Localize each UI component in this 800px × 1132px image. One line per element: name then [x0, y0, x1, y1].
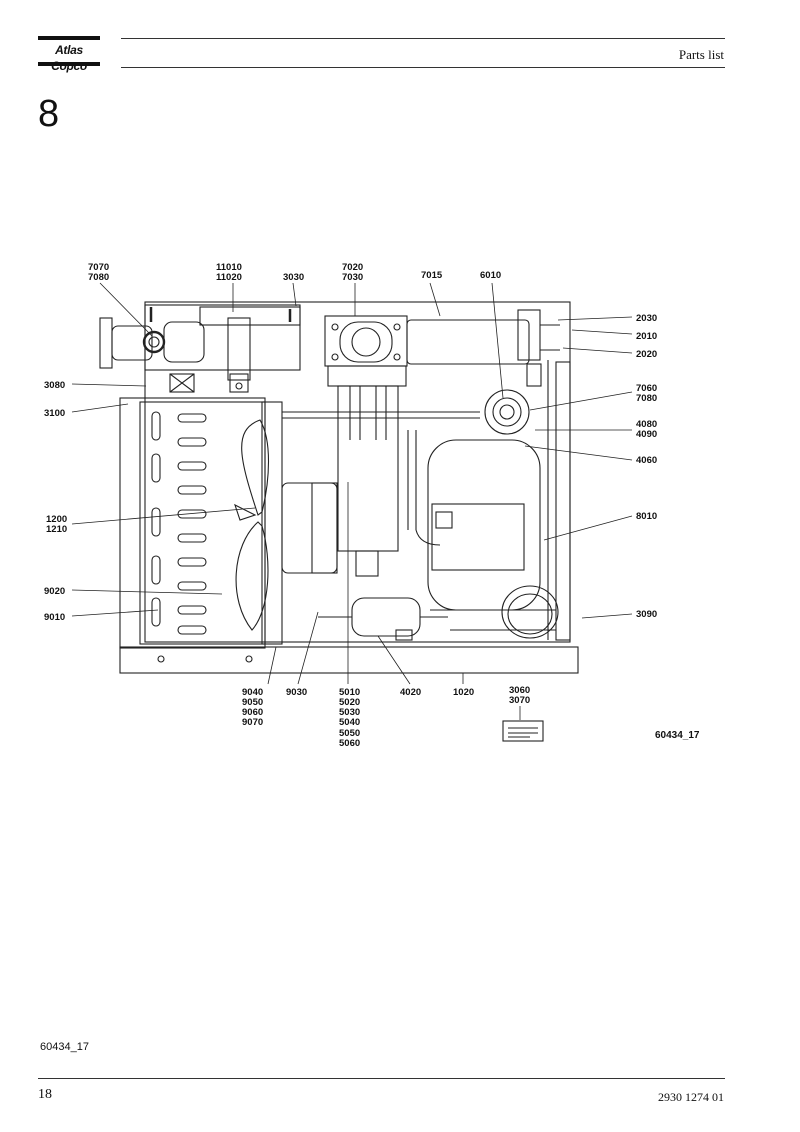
document-number: 2930 1274 01: [658, 1090, 724, 1104]
label-9010: 9010: [44, 612, 65, 623]
label-4080: 4080: [636, 419, 657, 430]
label-11010: 11010: [216, 262, 242, 273]
atlas-copco-logo: Atlas Copco: [38, 36, 100, 73]
fan-motor: [281, 482, 338, 574]
label-7020: 7020: [342, 262, 363, 273]
label-6010: 6010: [480, 270, 501, 281]
part-labels: 7070 7080 11010 11020 3030 7020 7030 701…: [44, 262, 700, 749]
label-3090: 3090: [636, 609, 657, 620]
fan-blade: [235, 521, 269, 631]
bottom-figure-ref: 60434_17: [40, 1041, 89, 1053]
base-plate: [119, 646, 579, 674]
label-9060: 9060: [242, 707, 263, 718]
label-5060: 5060: [339, 738, 360, 749]
label-4060: 4060: [636, 455, 657, 466]
header-rule-top: [121, 38, 725, 39]
condenser-slots: [151, 411, 207, 635]
label-1210: 1210: [46, 524, 67, 535]
data-plate: [502, 720, 544, 742]
label-3030: 3030: [283, 272, 304, 283]
label-9050: 9050: [242, 697, 263, 708]
label-3070: 3070: [509, 695, 530, 706]
compressor: [427, 439, 541, 611]
label-3080: 3080: [44, 380, 65, 391]
label-5010: 5010: [339, 687, 360, 698]
page-number: 18: [38, 1087, 52, 1102]
pressure-switch: [484, 389, 530, 435]
label-8010: 8010: [636, 511, 657, 522]
label-9030: 9030: [286, 687, 307, 698]
label-2030: 2030: [636, 313, 657, 324]
label-5050: 5050: [339, 728, 360, 739]
label-11020: 11020: [216, 272, 242, 283]
label-9040: 9040: [242, 687, 263, 698]
label-7080-top: 7080: [88, 272, 109, 283]
label-1020: 1020: [453, 687, 474, 698]
label-5030: 5030: [339, 707, 360, 718]
label-5020: 5020: [339, 697, 360, 708]
label-7060: 7060: [636, 383, 657, 394]
label-7015: 7015: [421, 270, 443, 281]
fan-blade: [241, 419, 270, 516]
label-2010: 2010: [636, 331, 657, 342]
heat-exchanger-body: [337, 385, 399, 552]
label-7080-right: 7080: [636, 393, 657, 404]
label-9020: 9020: [44, 586, 65, 597]
footer-rule: [38, 1078, 725, 1079]
label-3100: 3100: [44, 408, 65, 419]
label-4090: 4090: [636, 429, 657, 440]
header-rule-bottom: [121, 67, 725, 68]
label-9070: 9070: [242, 717, 263, 728]
figure-ref: 60434_17: [655, 730, 700, 741]
label-4020: 4020: [400, 687, 421, 698]
leader-lines: [71, 282, 633, 720]
label-7070: 7070: [88, 262, 109, 273]
label-5040: 5040: [339, 717, 360, 728]
label-3060: 3060: [509, 685, 530, 696]
label-7030: 7030: [342, 272, 363, 283]
header-title: Parts list: [678, 47, 724, 62]
label-1200: 1200: [46, 514, 67, 525]
section-number: 8: [38, 93, 60, 135]
label-2020: 2020: [636, 349, 657, 360]
